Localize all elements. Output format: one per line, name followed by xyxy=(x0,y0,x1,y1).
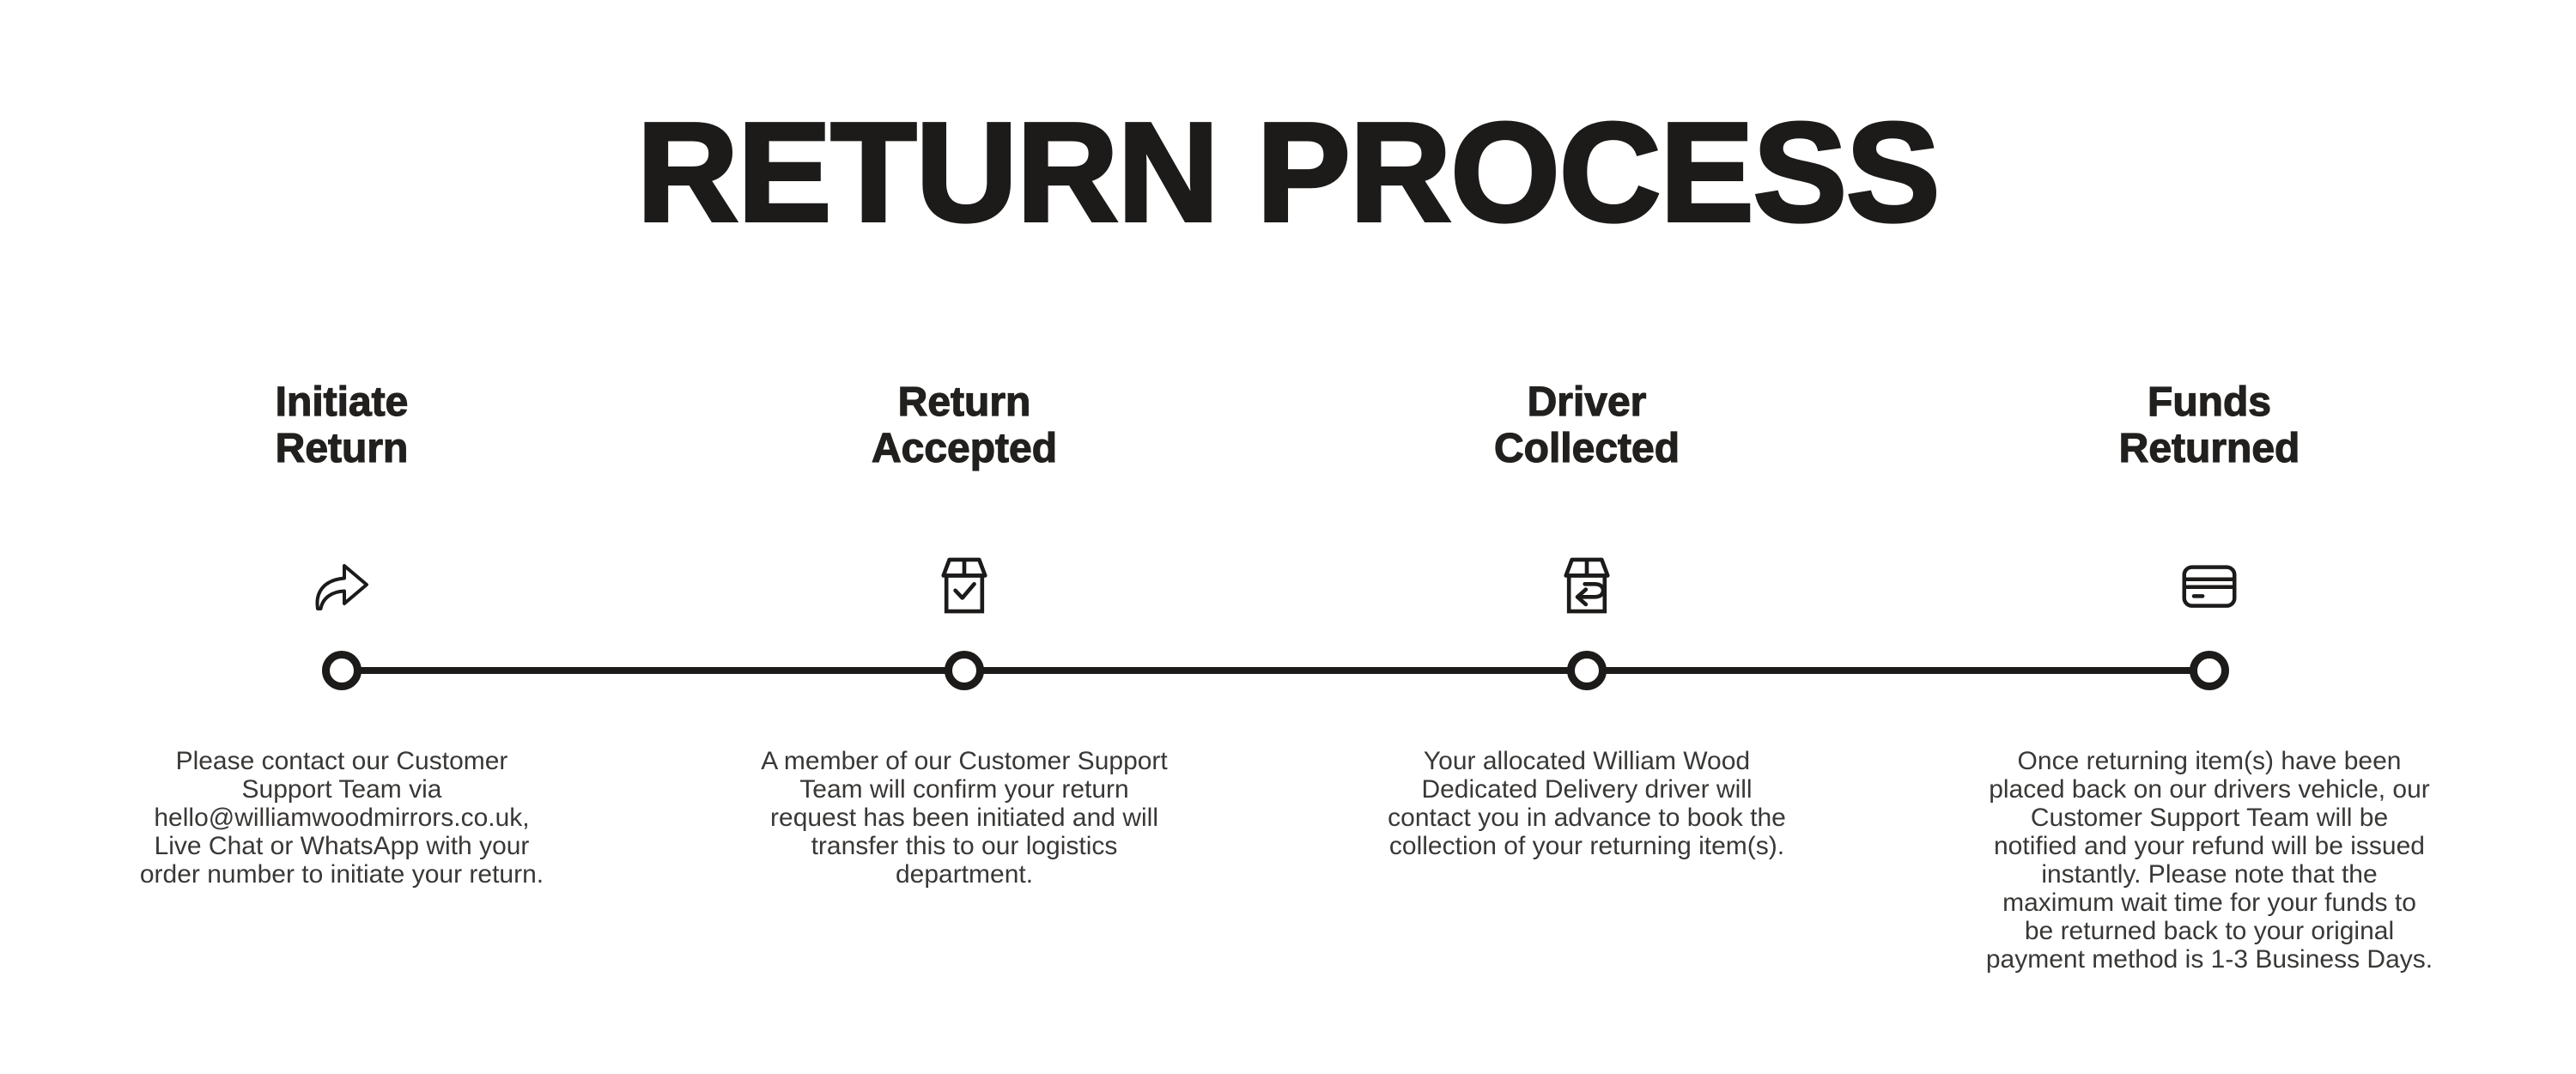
step-column-return-accepted: Return Accepted A member of our Customer… xyxy=(681,379,1248,974)
step-title: Initiate Return xyxy=(275,379,409,471)
step-description: Please contact our Customer Support Team… xyxy=(139,747,544,889)
timeline-line xyxy=(342,667,2209,674)
step-column-funds-returned: Funds Returned Once returning item(s) ha… xyxy=(1926,379,2493,974)
box-check-icon xyxy=(933,555,996,616)
box-return-icon xyxy=(1555,555,1619,616)
credit-card-icon xyxy=(2178,555,2240,616)
step-description: A member of our Customer Support Team wi… xyxy=(761,747,1168,889)
step-title: Return Accepted xyxy=(871,379,1058,471)
step-title: Driver Collected xyxy=(1493,379,1680,471)
step-title: Funds Returned xyxy=(2118,379,2300,471)
timeline-node xyxy=(322,651,361,690)
step-column-driver-collected: Driver Collected Your allocated William … xyxy=(1303,379,1870,974)
page-title: RETURN PROCESS xyxy=(635,94,1942,251)
timeline-node xyxy=(1567,651,1607,690)
step-column-initiate-return: Initiate Return Please contact our Custo… xyxy=(58,379,625,974)
timeline-node xyxy=(945,651,984,690)
share-arrow-icon xyxy=(312,555,372,616)
step-description: Your allocated William Wood Dedicated De… xyxy=(1388,747,1786,860)
step-description: Once returning item(s) have been placed … xyxy=(1985,747,2433,974)
return-process-steps: Initiate Return Please contact our Custo… xyxy=(0,379,2576,974)
timeline-node xyxy=(2190,651,2229,690)
